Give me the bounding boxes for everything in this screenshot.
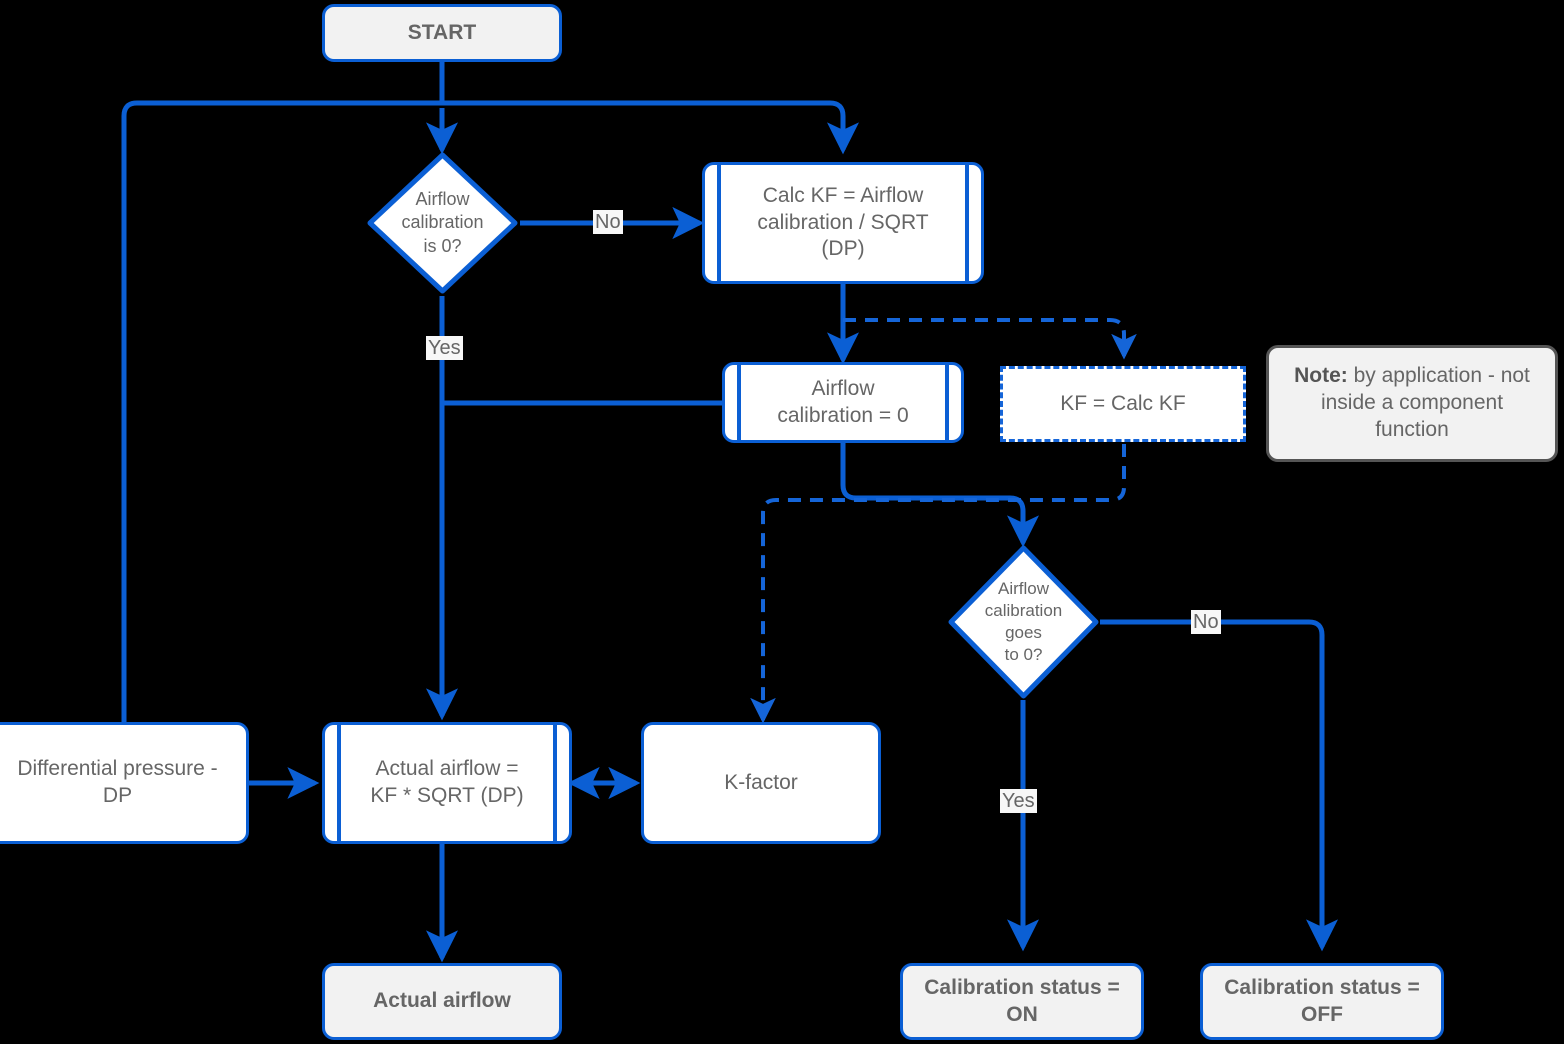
calc-kf-line1: Calc KF = Airflow [762, 183, 924, 207]
airflow-cal-zero-line2: calibration = 0 [777, 403, 909, 427]
node-decision-airflow-calibration-is-zero[interactable]: Airflow calibration is 0? [365, 150, 520, 296]
node-airflow-calibration-zero[interactable]: Airflow calibration = 0 [722, 362, 964, 443]
node-calibration-status-on[interactable]: Calibration status = ON [900, 963, 1144, 1040]
node-decision2-label: Airflow calibration goes to 0? [946, 543, 1101, 701]
node-actual-airflow-output[interactable]: Actual airflow [322, 963, 562, 1040]
predefined-left-bar-icon [717, 162, 721, 284]
edge-calckf-to-kfassign-dashed [843, 318, 1137, 360]
node-calibration-status-off-label: Calibration status = OFF [1224, 975, 1419, 1029]
note-content: Note: by application - not inside a comp… [1283, 363, 1541, 444]
calc-kf-line3: (DP) [821, 237, 865, 261]
node-differential-pressure[interactable]: Differential pressure - DP [0, 722, 249, 844]
cal-on-line2: ON [1006, 1002, 1038, 1026]
node-decision-airflow-calibration-goes-to-zero[interactable]: Airflow calibration goes to 0? [946, 543, 1101, 701]
node-calc-kf-label: Calc KF = Airflow calibration / SQRT (DP… [731, 183, 954, 264]
node-calibration-status-off[interactable]: Calibration status = OFF [1200, 963, 1444, 1040]
actual-airflow-line1: Actual airflow = [375, 757, 519, 781]
note-strong-label: Note: [1294, 364, 1348, 388]
edge-calzero-to-decision2 [840, 443, 1040, 548]
decision1-line1: Airflow [415, 188, 470, 209]
node-actual-airflow-formula[interactable]: Actual airflow = KF * SQRT (DP) [322, 722, 572, 844]
cal-off-line2: OFF [1301, 1002, 1343, 1026]
predefined-right-bar-icon [553, 722, 557, 844]
node-start[interactable]: START [322, 4, 562, 62]
node-actual-airflow-formula-label: Actual airflow = KF * SQRT (DP) [348, 756, 545, 810]
edge-label-no-bottom: No [1191, 610, 1221, 634]
decision2-line2: calibration [984, 600, 1063, 620]
node-start-label: START [407, 20, 477, 44]
decision2-line4: to 0? [1004, 645, 1043, 665]
predefined-right-bar-icon [965, 162, 969, 284]
calc-kf-line2: calibration / SQRT [757, 210, 929, 234]
dp-line1: Differential pressure - [17, 757, 218, 781]
node-k-factor-label: K-factor [724, 770, 798, 794]
predefined-left-bar-icon [337, 722, 341, 844]
edge-bus-left-down [121, 100, 138, 722]
edge-label-yes-top: Yes [426, 336, 463, 360]
edge-bus-right-down [826, 100, 860, 155]
node-calibration-status-on-label: Calibration status = ON [924, 975, 1119, 1029]
node-decision1-label: Airflow calibration is 0? [365, 150, 520, 296]
node-kf-equals-calc-kf[interactable]: KF = Calc KF [1000, 366, 1246, 442]
edge-decision2-no [1100, 619, 1339, 952]
actual-airflow-line2: KF * SQRT (DP) [370, 784, 524, 807]
decision1-line2: calibration [401, 212, 484, 233]
node-note: Note: by application - not inside a comp… [1266, 345, 1558, 462]
predefined-right-bar-icon [945, 362, 949, 443]
node-calc-kf[interactable]: Calc KF = Airflow calibration / SQRT (DP… [702, 162, 984, 284]
edge-label-no-top: No [593, 210, 623, 234]
decision-diamond-shape [367, 152, 518, 294]
cal-off-line1: Calibration status = [1224, 975, 1420, 999]
node-airflow-calibration-zero-label: Airflow calibration = 0 [751, 376, 934, 430]
decision2-line3: goes [1005, 623, 1042, 642]
node-actual-airflow-output-label: Actual airflow [373, 989, 511, 1013]
edge-label-yes-bottom: Yes [1000, 789, 1037, 813]
predefined-left-bar-icon [737, 362, 741, 443]
node-differential-pressure-label: Differential pressure - DP [17, 756, 217, 810]
dp-line2: DP [102, 784, 133, 807]
node-kf-equals-calc-kf-label: KF = Calc KF [1060, 391, 1186, 415]
decision1-line3: is 0? [423, 235, 462, 256]
note-text: by application - not inside a component … [1320, 364, 1530, 441]
cal-on-line1: Calibration status = [924, 975, 1120, 999]
decision2-line1: Airflow [997, 578, 1049, 598]
node-k-factor[interactable]: K-factor [641, 722, 881, 844]
airflow-cal-zero-line1: Airflow [811, 376, 875, 400]
